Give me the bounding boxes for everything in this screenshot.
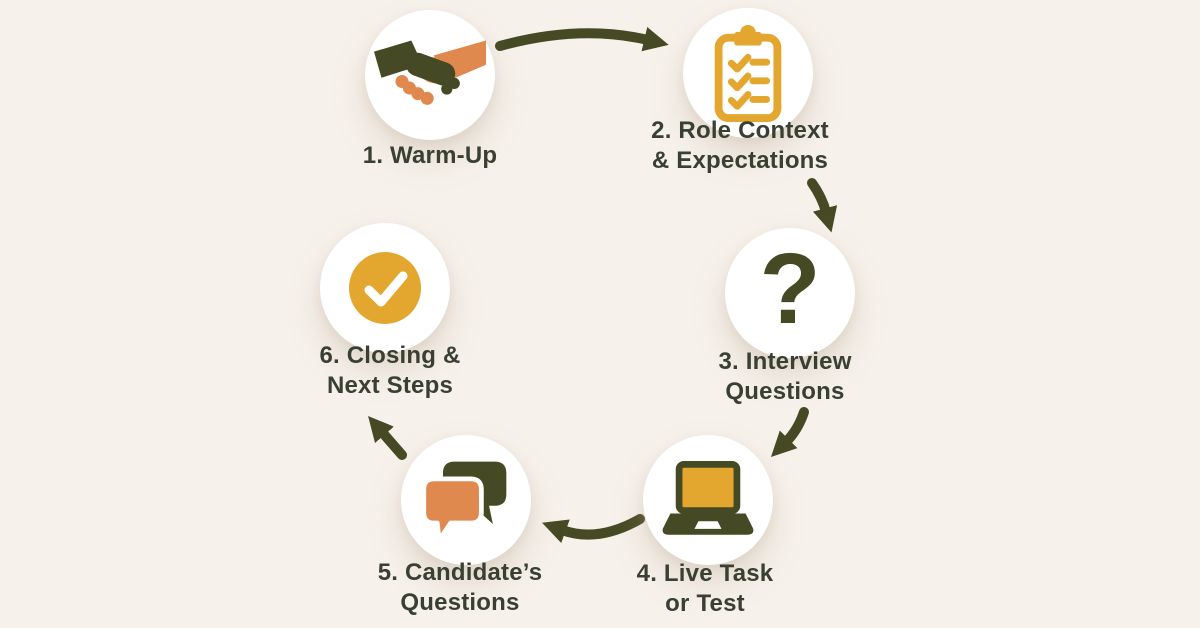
arrow-2-to-3 xyxy=(807,178,838,233)
step-2-label: 2. Role Context & Expectations xyxy=(620,116,860,176)
step-1-circle xyxy=(365,10,495,140)
speech-bubbles-icon xyxy=(421,461,507,543)
arrow-5-to-6 xyxy=(368,415,407,460)
laptop-icon xyxy=(662,460,754,535)
step-1-label: 1. Warm-Up xyxy=(310,141,550,171)
question-mark-icon: ? xyxy=(759,233,821,345)
arrow-1-to-2 xyxy=(495,26,669,52)
step-label-line: Questions xyxy=(725,378,845,405)
step-4-label: 4. Live Task or Test xyxy=(585,559,825,619)
arrow-3-to-4 xyxy=(770,407,809,458)
step-label-line: 5. Candidate’s xyxy=(377,559,543,586)
step-label-line: 6. Closing & xyxy=(319,342,461,369)
step-label-line: 4. Live Task xyxy=(636,560,774,587)
step-6-circle xyxy=(320,223,450,353)
step-3-label: 3. Interview Questions xyxy=(665,347,905,407)
step-4-circle xyxy=(643,435,773,565)
step-label-line: Questions xyxy=(400,589,520,616)
step-label-line: 1. Warm-Up xyxy=(362,142,498,169)
step-label-line: 3. Interview xyxy=(718,348,852,375)
handshake-icon xyxy=(374,40,486,105)
step-2-circle xyxy=(683,8,813,138)
step-3-circle: ? xyxy=(725,228,855,358)
arrow-4-to-5 xyxy=(542,514,645,544)
step-label-line: Next Steps xyxy=(326,372,454,399)
step-label-line: 2. Role Context xyxy=(651,117,829,144)
step-6-label: 6. Closing & Next Steps xyxy=(270,341,510,401)
clipboard-checklist-icon xyxy=(714,24,782,122)
step-5-label: 5. Candidate’s Questions xyxy=(340,558,580,618)
step-label-line: & Expectations xyxy=(651,147,829,174)
step-5-circle xyxy=(401,435,531,565)
check-circle-icon xyxy=(349,252,421,324)
step-label-line: or Test xyxy=(665,590,745,617)
